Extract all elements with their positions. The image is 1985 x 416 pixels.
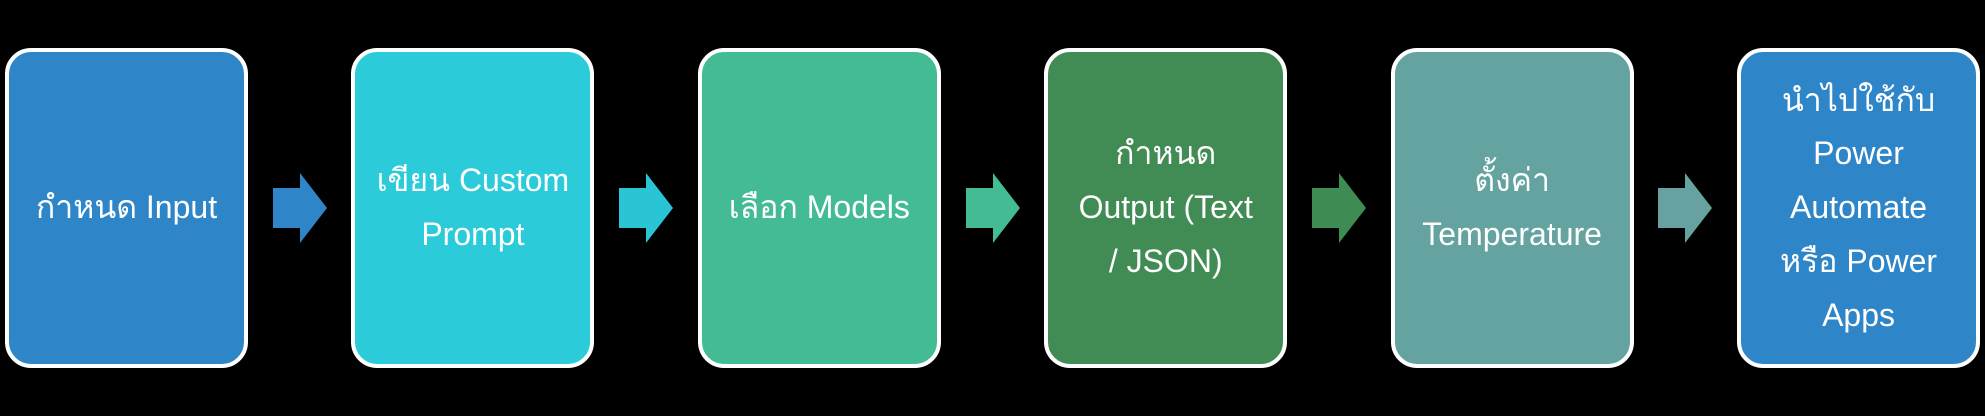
arrow-connector [941, 48, 1044, 368]
step-label: กำหนด Output (Text / JSON) [1078, 135, 1253, 279]
arrow-connector [594, 48, 697, 368]
step-label: ตั้งค่า Temperature [1422, 162, 1602, 252]
step-label: เขียน Custom Prompt [376, 162, 570, 252]
arrow-connector [248, 48, 351, 368]
right-arrow-icon [1658, 173, 1713, 243]
step-label: กำหนด Input [35, 189, 218, 226]
step-box-use-with-power-platform: นำไปใช้กับ Power Automate หรือ Power App… [1737, 48, 1981, 368]
arrow-connector [1287, 48, 1390, 368]
step-label: นำไปใช้กับ Power Automate หรือ Power App… [1779, 81, 1938, 333]
step-box-define-input: กำหนด Input [5, 48, 248, 368]
right-arrow-icon [965, 173, 1020, 243]
step-box-write-custom-prompt: เขียน Custom Prompt [351, 48, 595, 368]
right-arrow-icon [619, 173, 674, 243]
right-arrow-icon [272, 173, 327, 243]
right-arrow-icon [1311, 173, 1366, 243]
step-box-define-output: กำหนด Output (Text / JSON) [1044, 48, 1288, 368]
step-box-set-temperature: ตั้งค่า Temperature [1390, 48, 1634, 368]
arrow-connector [1634, 48, 1737, 368]
step-box-select-models: เลือก Models [697, 48, 941, 368]
step-label: เลือก Models [728, 189, 910, 226]
